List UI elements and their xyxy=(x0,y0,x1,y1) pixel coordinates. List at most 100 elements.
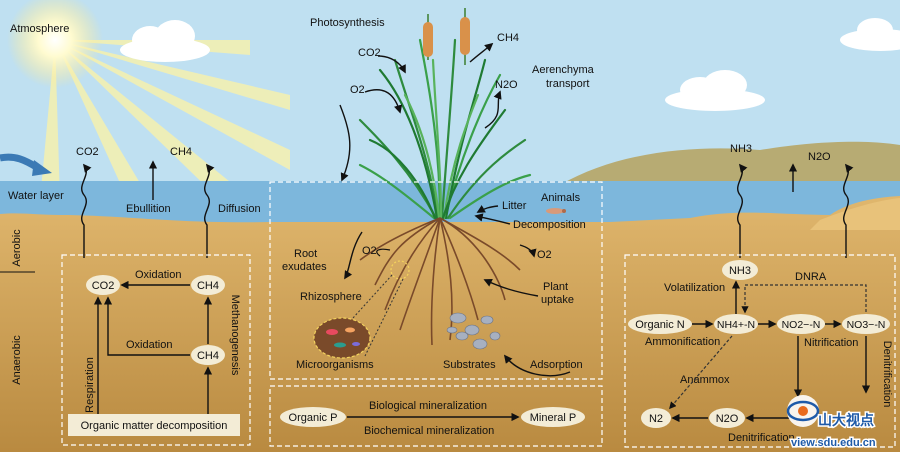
mineral-p-label: Mineral P xyxy=(530,412,576,424)
sun-icon xyxy=(7,0,103,88)
dnra-label: DNRA xyxy=(795,271,827,283)
adsorption-label: Adsorption xyxy=(530,359,583,371)
plant-roots xyxy=(359,217,521,346)
nh3-node xyxy=(722,260,758,280)
n2o-node-label: N2O xyxy=(716,413,739,425)
ebullition-label: Ebullition xyxy=(126,203,171,215)
cloud-icon xyxy=(120,20,210,62)
biochemical-mineralization-label: Biochemical mineralization xyxy=(364,425,494,437)
n2o-flux-arrow xyxy=(843,163,854,258)
root-exudates-label-2: exudates xyxy=(282,261,327,273)
nh4-node xyxy=(714,314,758,334)
ch4-mid-node-label: CH4 xyxy=(197,350,219,362)
animals-label: Animals xyxy=(541,192,581,204)
zoom-line-1 xyxy=(352,274,393,319)
ch4-plant: CH4 xyxy=(497,32,519,44)
watermark-url: view.sdu.edu.cn xyxy=(791,437,876,449)
mineral-p-node xyxy=(521,407,585,427)
organic-matter-label: Organic matter decomposition xyxy=(81,420,228,432)
ammonification-label: Ammonification xyxy=(645,336,720,348)
dnra-arrow xyxy=(741,284,867,314)
microorganisms-bubble xyxy=(313,317,371,359)
oxidation-top-label: Oxidation xyxy=(135,269,181,281)
eye-logo-outline xyxy=(786,400,820,422)
n2o-node xyxy=(709,408,745,428)
o2-right-arrow xyxy=(519,244,537,258)
photosynthesis-label: Photosynthesis xyxy=(310,17,385,29)
plant-leaves xyxy=(358,38,532,220)
cloud-icon xyxy=(840,18,900,51)
nh3-node-label: NH3 xyxy=(729,265,751,277)
animal-icon xyxy=(546,208,566,214)
denitrification-horizontal-label: Denitrification xyxy=(728,432,795,444)
watermark-cn: 山大视点 xyxy=(818,412,874,428)
co2-atmo: CO2 xyxy=(76,146,99,158)
nh3-flux-arrow xyxy=(737,163,748,258)
organic-n-label: Organic N xyxy=(635,319,685,331)
o2-right: O2 xyxy=(537,249,552,261)
root-exudates-label-1: Root xyxy=(294,248,317,260)
diffusion-arrow xyxy=(204,163,215,258)
n2-label: N2 xyxy=(649,413,663,425)
no2-node xyxy=(777,314,825,334)
decomposition-label: Decomposition xyxy=(513,219,586,231)
co2-node-label: CO2 xyxy=(92,280,115,292)
methanogenesis-label: Methanogenesis xyxy=(229,295,241,376)
sand-patch xyxy=(810,198,900,230)
aerobic-label: Aerobic xyxy=(11,229,23,267)
microbe-icon xyxy=(326,327,360,348)
co2-in-arrow xyxy=(377,55,406,74)
watermark: 山大视点 view.sdu.edu.cn xyxy=(786,395,877,451)
carbon-box xyxy=(61,254,251,446)
co2-plant: CO2 xyxy=(358,47,381,59)
water-layer-label: Water layer xyxy=(8,190,64,202)
diffusion-label: Diffusion xyxy=(218,203,261,215)
n2-node xyxy=(641,408,671,428)
o2-in-arrow xyxy=(364,89,403,114)
anammox-label: Anammox xyxy=(680,374,730,386)
no3-label: NO3−-N xyxy=(847,319,886,331)
plant-uptake-label-1: Plant xyxy=(543,281,568,293)
aerenchyma-label-2: transport xyxy=(546,78,589,90)
oxidation-mid-label: Oxidation xyxy=(126,339,172,351)
substrates-label: Substrates xyxy=(443,359,496,371)
plant-uptake-arrow xyxy=(483,279,539,297)
phosphorus-box xyxy=(269,385,603,447)
cloud-icon xyxy=(665,70,765,111)
nh3-atmo: NH3 xyxy=(730,143,752,155)
co2-flux-arrow xyxy=(81,163,92,258)
oxidation-mid-arrow xyxy=(103,296,190,356)
n2o-atmo: N2O xyxy=(808,151,831,163)
anammox-arrow xyxy=(669,335,733,410)
plant-uptake-label-2: uptake xyxy=(541,294,574,306)
litter-label: Litter xyxy=(502,200,527,212)
nitrification-label: Nitrification xyxy=(804,337,858,349)
ch4-top-node xyxy=(191,275,225,295)
o2-plant: O2 xyxy=(350,84,365,96)
adsorption-arrow xyxy=(503,354,571,377)
o2-root-arrow xyxy=(376,248,391,257)
no2-label: NO2−-N xyxy=(782,319,821,331)
organic-p-label: Organic P xyxy=(289,412,338,424)
root-exudates-arrow xyxy=(344,231,363,280)
o2-left: O2 xyxy=(362,245,377,257)
rhizosphere-label: Rhizosphere xyxy=(300,291,362,303)
cattail-spikes xyxy=(423,8,470,65)
litter-arrow xyxy=(476,205,499,213)
ch4-out-arrow xyxy=(469,42,494,63)
organic-p-node xyxy=(280,407,346,427)
organic-matter-box xyxy=(68,414,240,436)
volatilization-label: Volatilization xyxy=(664,282,725,294)
hills xyxy=(560,141,900,185)
o2-down-arrow xyxy=(339,104,351,182)
no3-node xyxy=(842,314,890,334)
anaerobic-label: Anaerobic xyxy=(11,335,23,385)
atmosphere-label: Atmosphere xyxy=(10,23,69,35)
biological-mineralization-label: Biological mineralization xyxy=(369,400,487,412)
ch4-mid-node xyxy=(191,345,225,365)
rhizosphere-zoom xyxy=(390,260,410,280)
n2o-plant: N2O xyxy=(495,79,518,91)
respiration-label: Respiration xyxy=(84,357,96,413)
